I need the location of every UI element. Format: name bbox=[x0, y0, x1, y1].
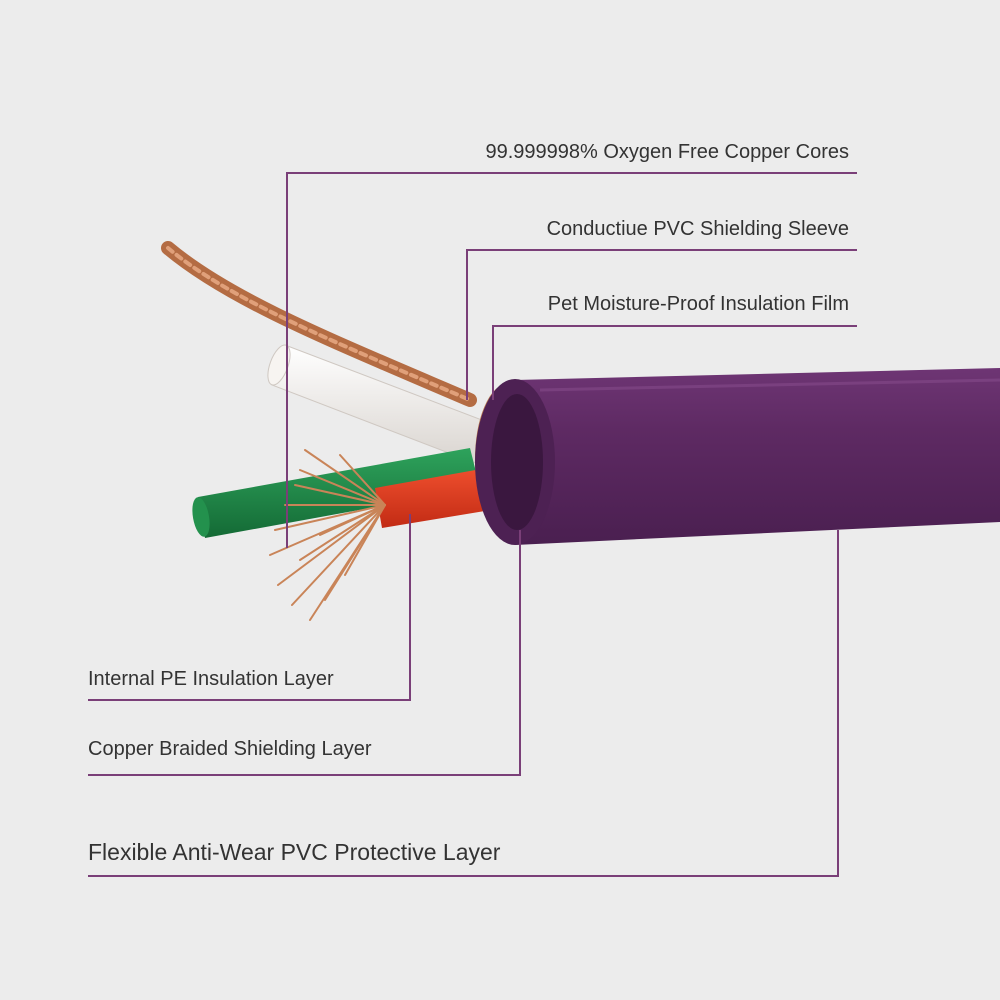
label-internal-pe-layer: Internal PE Insulation Layer bbox=[88, 668, 334, 690]
red-insulated-core bbox=[375, 466, 503, 528]
callout-labels: 99.999998% Oxygen Free Copper Cores Cond… bbox=[88, 141, 849, 865]
copper-drain-wire bbox=[161, 241, 477, 407]
leader-conductive-pvc-sleeve bbox=[466, 249, 857, 400]
purple-outer-jacket bbox=[475, 368, 1000, 545]
white-insulated-core bbox=[267, 344, 496, 466]
green-insulated-core bbox=[192, 448, 480, 538]
label-copper-braided-shield: Copper Braided Shielding Layer bbox=[88, 738, 372, 760]
leader-pet-insulation-film bbox=[492, 325, 857, 400]
leader-copper-braided-shield bbox=[88, 530, 521, 776]
label-protective-layer: Flexible Anti-Wear PVC Protective Layer bbox=[88, 839, 501, 865]
leader-oxygen-free-copper bbox=[286, 172, 857, 548]
label-conductive-pvc-sleeve: Conductiue PVC Shielding Sleeve bbox=[547, 218, 849, 240]
label-oxygen-free-copper: 99.999998% Oxygen Free Copper Cores bbox=[485, 141, 849, 163]
leader-internal-pe-layer bbox=[88, 514, 411, 701]
leader-protective-layer bbox=[88, 530, 839, 877]
exposed-copper-strands bbox=[269, 449, 386, 621]
leader-lines bbox=[88, 172, 857, 877]
label-pet-insulation-film: Pet Moisture-Proof Insulation Film bbox=[548, 293, 849, 315]
